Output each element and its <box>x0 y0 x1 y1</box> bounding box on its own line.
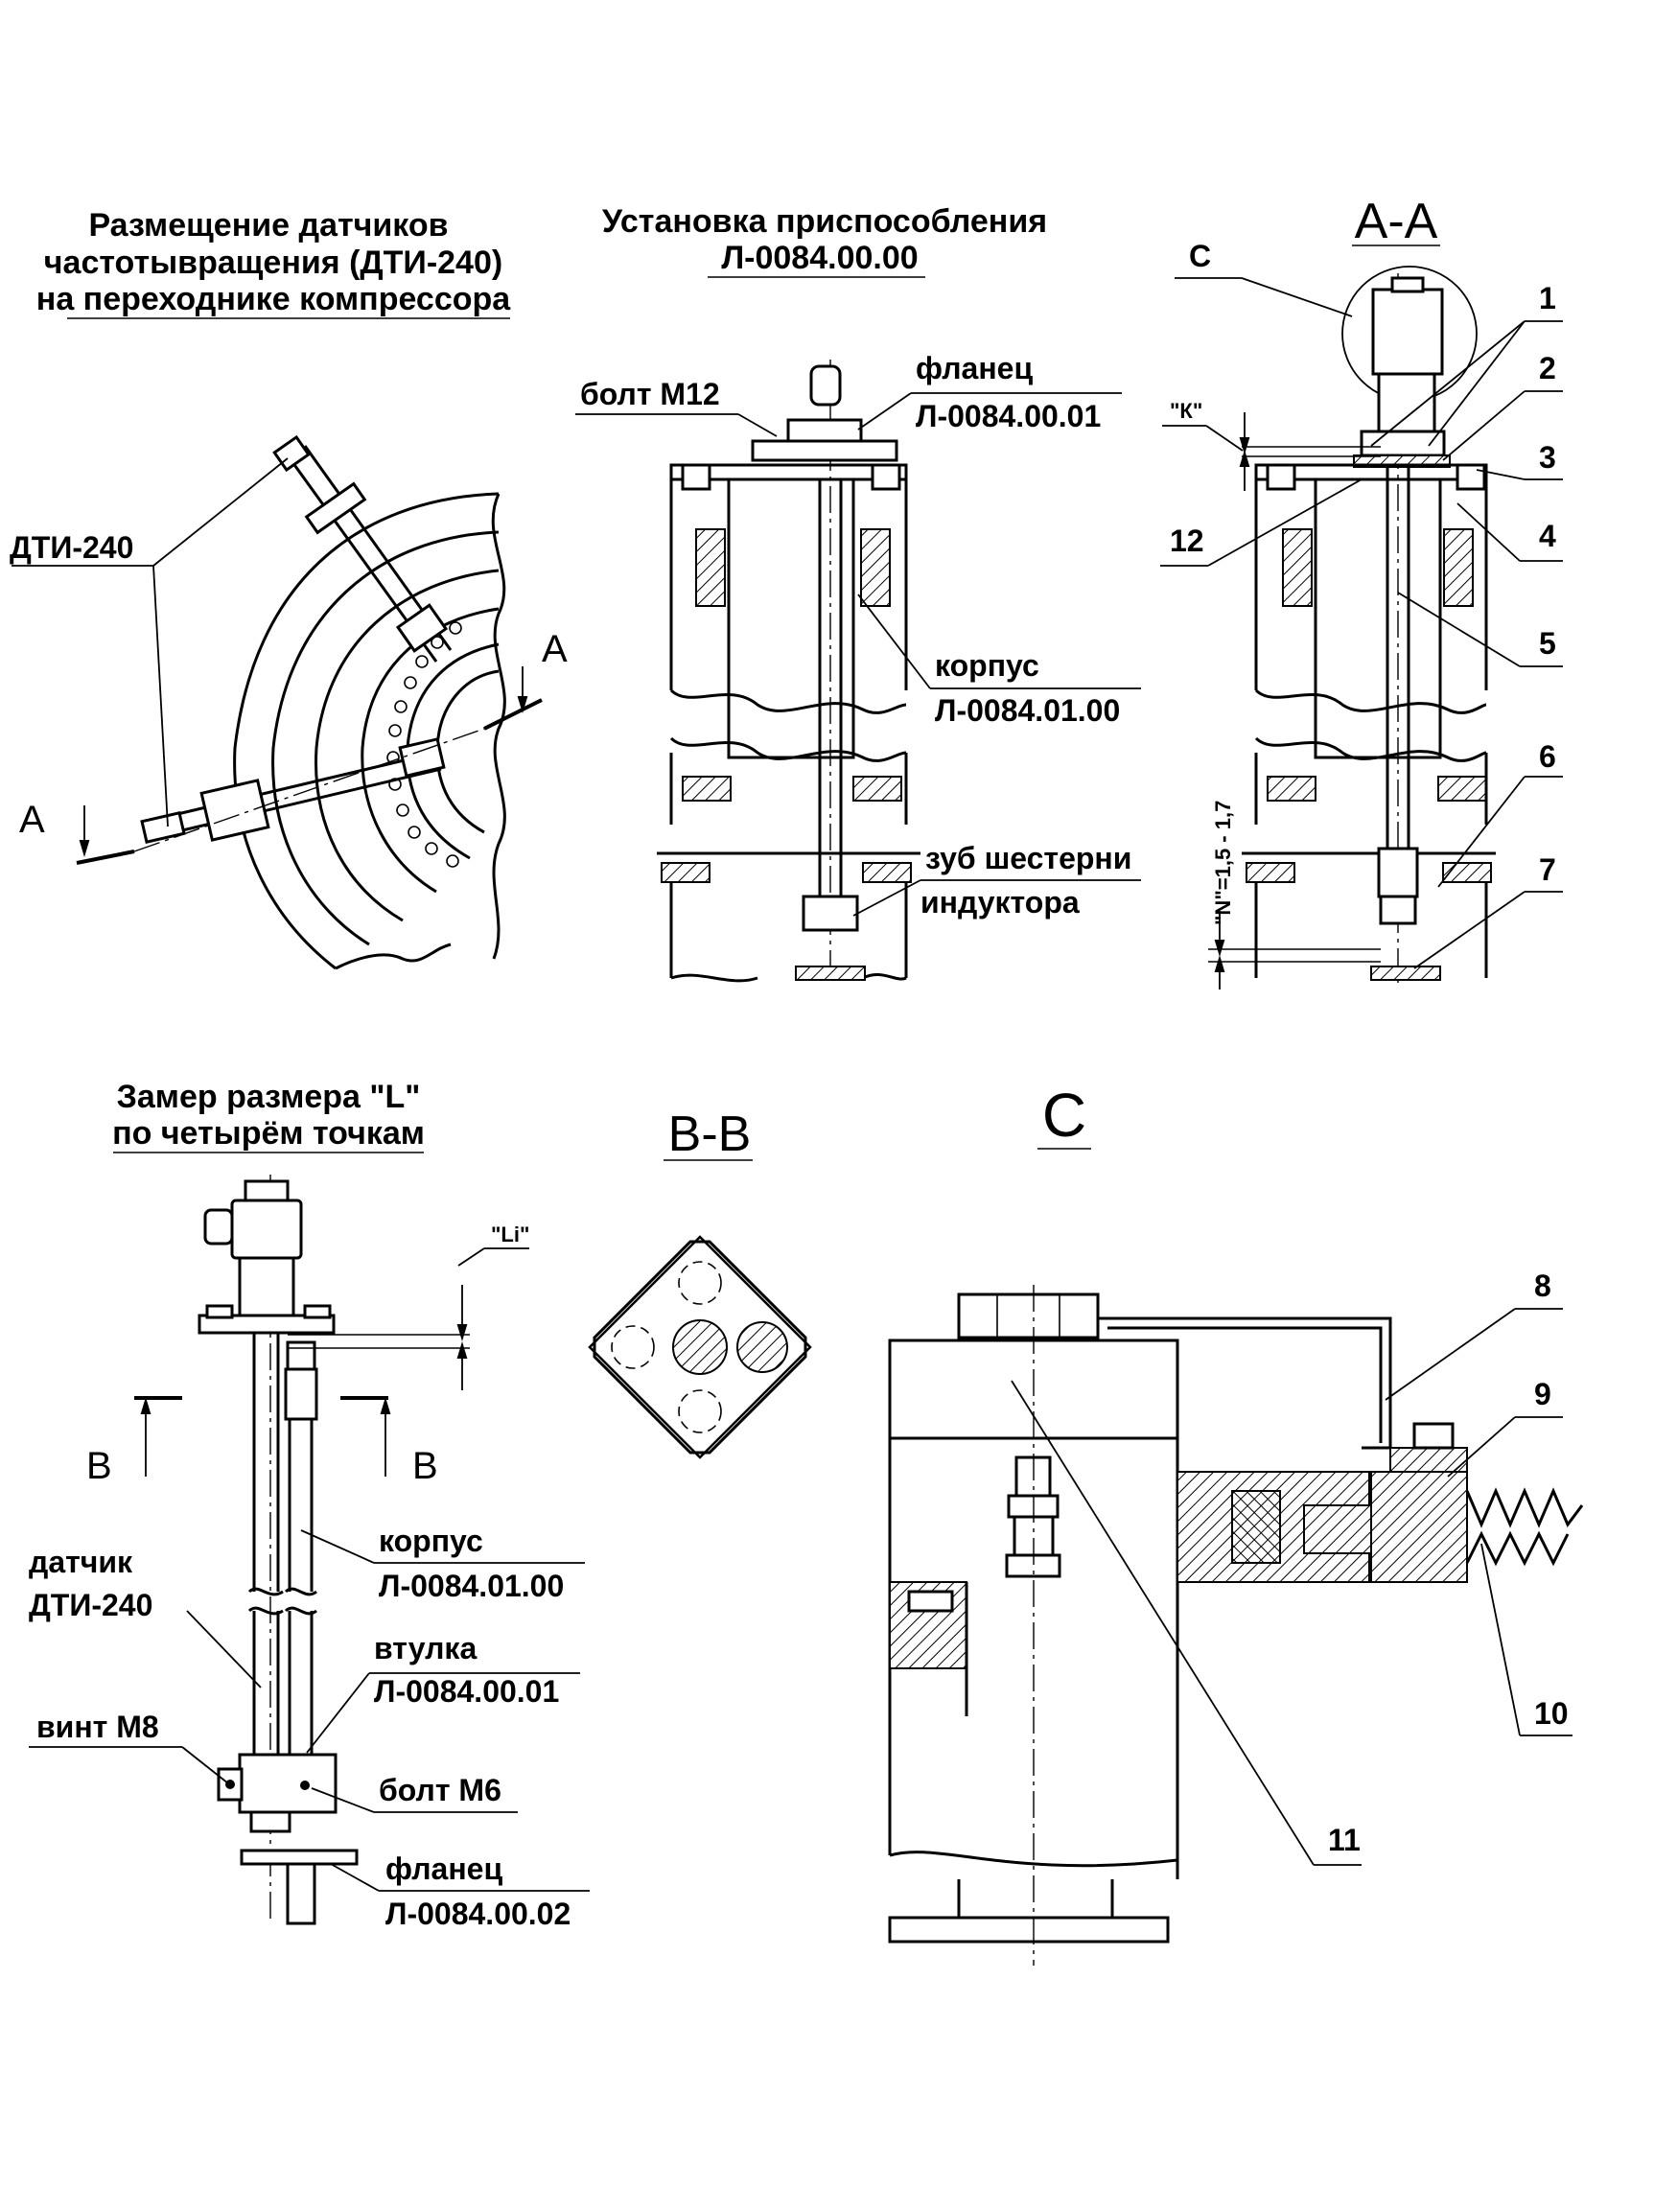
title-measure-l-line2: по четырём точкам <box>112 1115 425 1152</box>
sensor-upper <box>272 434 453 663</box>
title-sensor-placement-line2: частотывращения (ДТИ-240) <box>44 244 502 281</box>
section-aa-view: С 1 2 3 4 5 6 7 12 "К" "N <box>1160 239 1563 990</box>
title-fixture-install-line2: Л-0084.00.00 <box>721 240 918 276</box>
section-aa-label: А-А <box>1355 194 1438 249</box>
body-top-label-1: корпус <box>935 648 1039 683</box>
view-c-label: С <box>1042 1081 1086 1150</box>
flange-top-label-1: фланец <box>916 351 1033 385</box>
dti240-label: ДТИ-240 <box>10 530 133 565</box>
pos-8: 8 <box>1534 1269 1551 1303</box>
li-mark: "Li" <box>491 1222 529 1246</box>
title-measure-l: Замер размера "L" по четырём точкам <box>112 1079 425 1153</box>
cut-b-left-label: В <box>86 1445 112 1487</box>
view-c-mark: С <box>1189 239 1211 273</box>
flange-bottom-label-2: Л-0084.00.02 <box>385 1897 571 1931</box>
section-bb-view <box>588 1235 812 1459</box>
gear-tooth-label-1: зуб шестерни <box>925 841 1131 875</box>
sensor-label-2: ДТИ-240 <box>29 1588 152 1622</box>
pos-2: 2 <box>1539 351 1556 385</box>
sleeve-label-1: втулка <box>374 1631 477 1665</box>
pos-11: 11 <box>1328 1823 1361 1857</box>
pos-3: 3 <box>1539 440 1556 475</box>
flange-bottom-label-1: фланец <box>385 1851 502 1886</box>
n-dimension: "N"=1,5 - 1,7 <box>1211 801 1235 925</box>
pos-10: 10 <box>1534 1696 1569 1731</box>
title-view-c: С <box>1037 1081 1091 1150</box>
title-section-aa: А-А <box>1352 194 1440 249</box>
fixture-install-view: болт М12 фланец Л-0084.00.01 корпус Л-00… <box>575 351 1141 983</box>
screw-m8-label: винт М8 <box>36 1710 159 1744</box>
cut-a-left-label: А <box>19 799 45 841</box>
bolt-m12-label: болт М12 <box>580 377 720 411</box>
pos-9: 9 <box>1534 1377 1551 1411</box>
pos-6: 6 <box>1539 739 1556 774</box>
body-top-label-2: Л-0084.01.00 <box>935 693 1120 728</box>
section-bb-label: В-В <box>668 1106 752 1162</box>
flange-top-label-2: Л-0084.00.01 <box>916 399 1101 433</box>
sensor-label-1: датчик <box>29 1545 133 1579</box>
pos-7: 7 <box>1539 852 1556 887</box>
sleeve-label-2: Л-0084.00.01 <box>374 1674 559 1709</box>
gear-tooth-label-2: индуктора <box>920 885 1080 920</box>
cut-a-right-label: А <box>542 628 568 670</box>
cut-line-a: А А <box>19 628 568 865</box>
title-section-bb: В-В <box>664 1106 753 1162</box>
compressor-placement-view: ДТИ-240 А А <box>10 434 568 970</box>
title-fixture-install: Установка приспособления Л-0084.00.00 <box>602 203 1047 278</box>
cut-b-right-label: В <box>412 1445 438 1487</box>
pos-5: 5 <box>1539 626 1556 661</box>
sensor-lower <box>140 737 446 845</box>
title-sensor-placement-line1: Размещение датчиков <box>88 207 448 244</box>
pos-12: 12 <box>1170 524 1204 558</box>
title-sensor-placement-line3: на переходнике компрессора <box>36 281 512 317</box>
bolt-m6-label: болт М6 <box>379 1773 501 1807</box>
title-measure-l-line1: Замер размера "L" <box>117 1079 421 1115</box>
body-bottom-label-1: корпус <box>379 1524 483 1558</box>
title-fixture-install-line1: Установка приспособления <box>602 203 1047 240</box>
detail-c-view: 8 9 10 11 <box>888 1269 1584 1966</box>
pos-1: 1 <box>1539 281 1556 315</box>
pos-4: 4 <box>1539 519 1556 553</box>
measure-l-view: "Li" В В датчик ДТИ-240 корпус Л-0084.01… <box>29 1175 590 1931</box>
k-mark: "К" <box>1170 399 1202 423</box>
title-sensor-placement: Размещение датчиков частотывращения (ДТИ… <box>36 207 512 319</box>
body-bottom-label-2: Л-0084.01.00 <box>379 1569 564 1603</box>
